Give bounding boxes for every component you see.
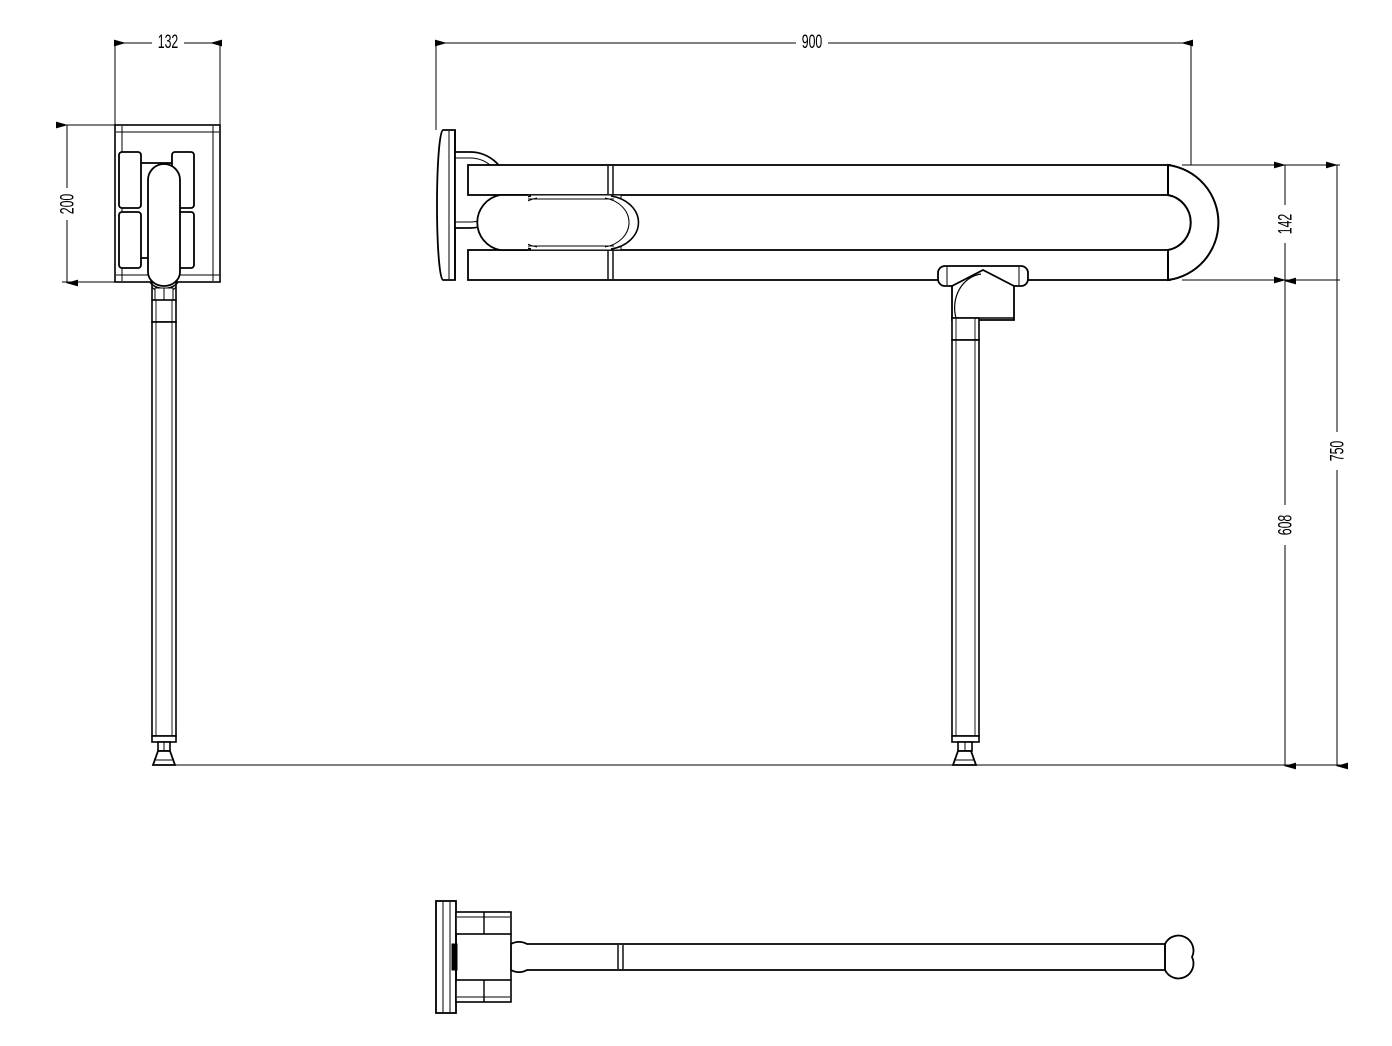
dimension-plate-height: 200: [56, 121, 116, 287]
pivot-return: [476, 194, 528, 251]
dim-label-900: 900: [802, 31, 823, 52]
u-bend-end: [1167, 163, 1220, 282]
dimension-leg-height: 608: [1274, 276, 1296, 770]
dim-label-132: 132: [158, 31, 179, 52]
dimension-bar-length: 900: [435, 31, 1193, 165]
leg-foot-pad-side: [151, 735, 177, 766]
support-leg-tube-side: [151, 299, 177, 737]
front-elevation-view: 900 142 608 750: [170, 31, 1348, 770]
leg-foot-pad: [951, 735, 980, 766]
dim-label-608: 608: [1275, 515, 1296, 536]
support-leg-tube: [951, 317, 980, 737]
wall-mounting-plate-front: [436, 129, 456, 281]
side-elevation-view: 132 200: [56, 31, 222, 766]
hinge-bracket-left: [118, 151, 142, 269]
pivot-tube: [147, 163, 181, 287]
dim-label-750: 750: [1327, 441, 1348, 462]
dim-label-200: 200: [57, 194, 78, 215]
dim-label-142: 142: [1275, 214, 1296, 235]
upper-rail-tube: [467, 164, 1171, 196]
dimension-bar-depth: 142: [1182, 161, 1340, 285]
lower-rail-tube: [467, 249, 1171, 281]
dimension-total-height: 750: [1326, 161, 1348, 770]
hinge-block-plan: [451, 911, 512, 1003]
dimension-plate-width: 132: [114, 31, 222, 130]
plan-view: [435, 900, 1195, 1014]
rail-tube-plan: [510, 934, 1195, 980]
leg-cone-transition: [951, 268, 1015, 321]
